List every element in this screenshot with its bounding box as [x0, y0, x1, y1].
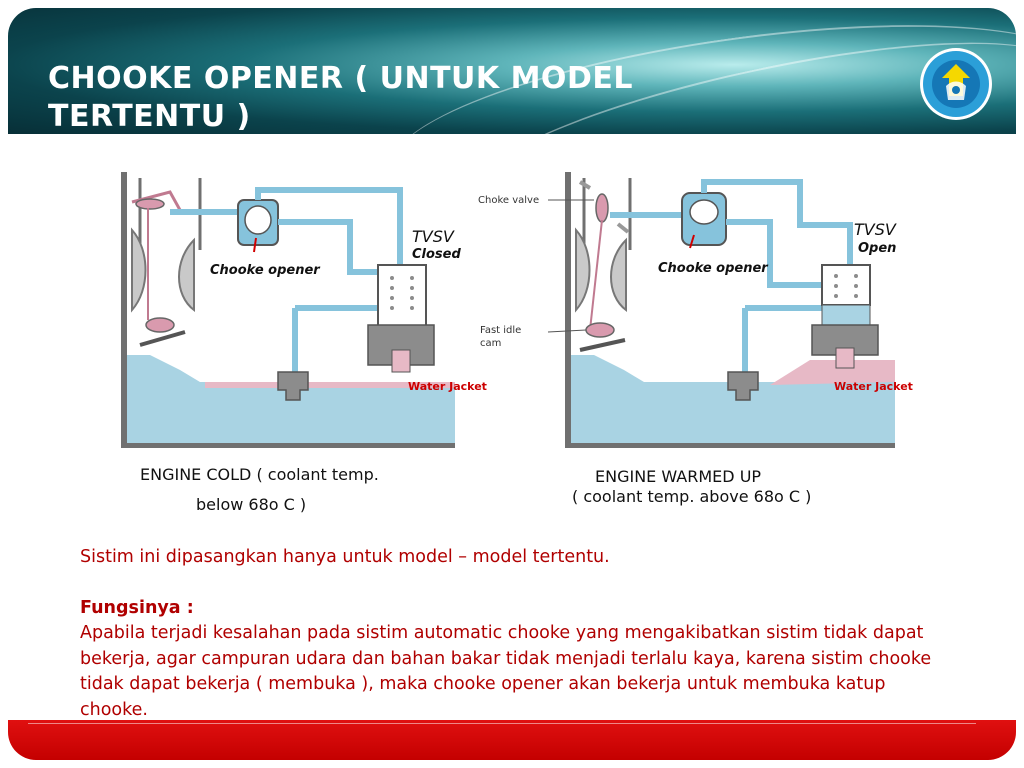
choke-valve: [595, 193, 609, 223]
choke-valve: [135, 198, 165, 210]
tvsv-state-label: Open: [858, 241, 896, 256]
intro-sentence: Sistim ini dipasangkan hanya untuk model…: [80, 547, 610, 567]
footer-decoration: [28, 723, 976, 724]
tvsv-valve: [821, 264, 871, 306]
tvsv-valve: [377, 264, 427, 328]
spacer: [80, 571, 940, 596]
engine-warm-diagram: Choke valve Fast idle cam Chooke opener …: [478, 172, 913, 506]
engine-warm-caption-temp: ( coolant temp. above 68o C ): [572, 487, 811, 506]
chooke-opener-label: Chooke opener: [658, 261, 769, 276]
function-heading: Fungsinya :: [80, 597, 194, 618]
water-jacket-label: Water Jacket: [408, 380, 487, 393]
description-text: Sistim ini dipasangkan hanya untuk model…: [80, 545, 940, 723]
tvsv-label: TVSV: [412, 227, 455, 246]
tut-wuri-handayani-logo-icon: [920, 48, 992, 120]
fast-idle-cam-label: cam: [480, 338, 501, 349]
engine-cold-caption: ENGINE COLD ( coolant temp.: [140, 465, 379, 484]
function-paragraph: Apabila terjadi kesalahan pada sistim au…: [80, 623, 932, 720]
engine-cold-caption-temp: below 68o C ): [196, 495, 306, 514]
choke-valve-label: Choke valve: [478, 195, 539, 206]
engine-warm-caption: ENGINE WARMED UP: [595, 467, 761, 486]
fast-idle-label: Fast idle: [480, 325, 521, 336]
footer-bar: [8, 720, 1016, 760]
water-jacket-label: Water Jacket: [834, 380, 913, 393]
page-title: CHOOKE OPENER ( UNTUK MODEL TERTENTU ): [48, 61, 633, 134]
chooke-opener-label: Chooke opener: [210, 263, 321, 278]
fast-idle-cam: [585, 322, 615, 338]
engine-cold-diagram: Chooke opener TVSV Closed Water Jacket E…: [121, 172, 487, 514]
choke-opener-diagram: Chooke opener TVSV Closed Water Jacket E…: [121, 172, 913, 514]
tvsv-label: TVSV: [854, 220, 897, 239]
water-jacket: [571, 355, 895, 443]
tvsv-state-label: Closed: [412, 247, 461, 262]
header-banner: CHOOKE OPENER ( UNTUK MODEL TERTENTU ): [8, 8, 1016, 134]
fast-idle-cam: [145, 317, 175, 333]
